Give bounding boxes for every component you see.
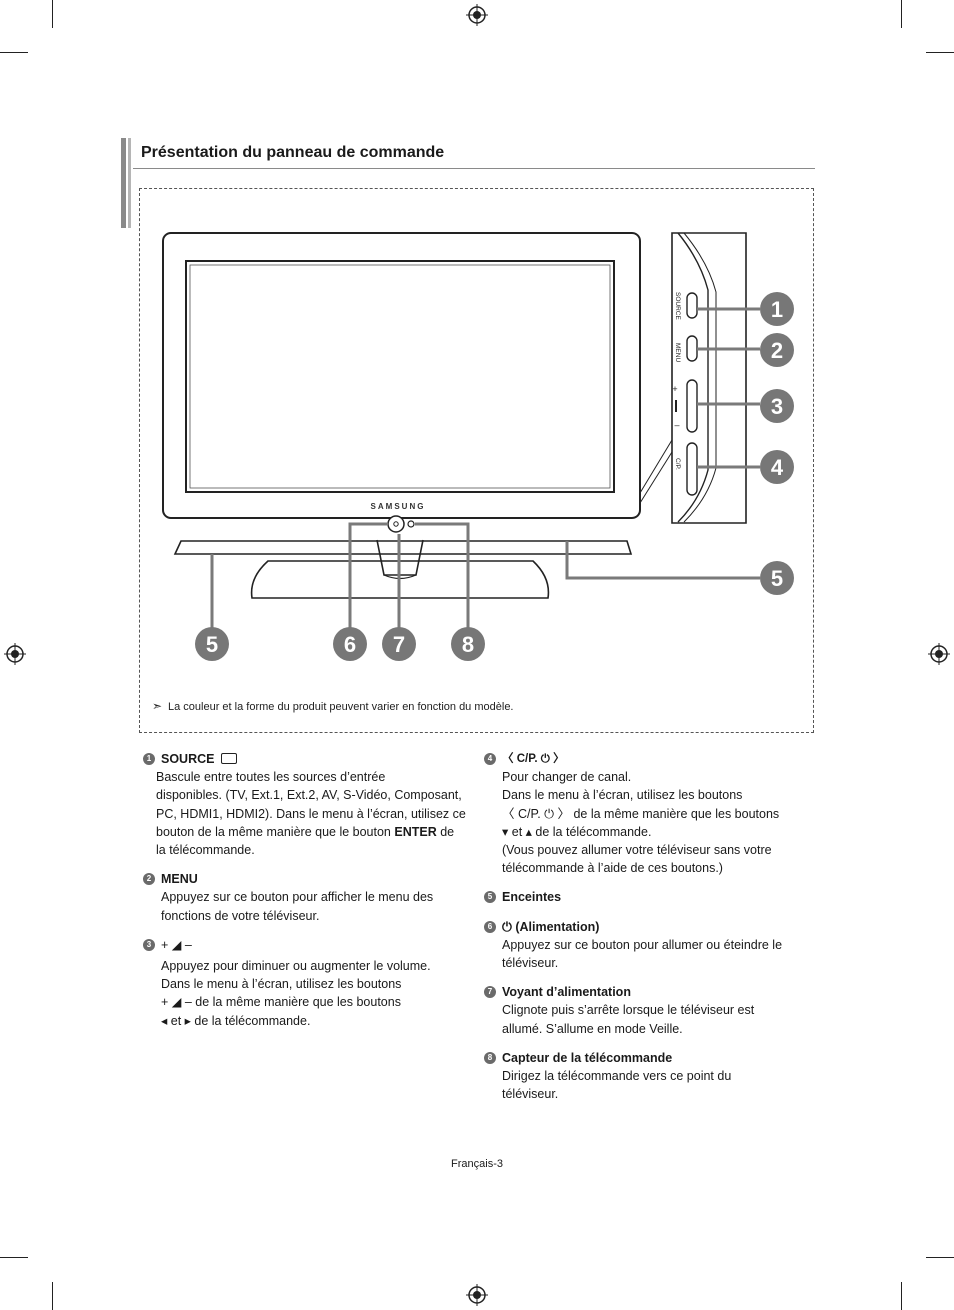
item-number: 5	[484, 891, 496, 904]
registration-mark-icon	[466, 4, 488, 26]
callout-5-left	[195, 627, 229, 661]
crop-mark	[926, 1257, 954, 1258]
svg-text:–: –	[674, 420, 679, 430]
item-body: Appuyez sur ce bouton pour afficher le m…	[161, 890, 434, 923]
item-heading: MENU	[161, 872, 198, 887]
crop-mark	[52, 1282, 53, 1310]
registration-mark-icon	[928, 643, 950, 665]
item-number: 3	[143, 938, 155, 951]
stand-base	[250, 560, 550, 599]
item-source: 1 SOURCE Bascule entre toutes les source…	[143, 750, 473, 859]
item-heading: Enceintes	[502, 890, 562, 905]
volume-icon	[675, 400, 677, 412]
callout-6	[333, 627, 367, 661]
figure-note-text: La couleur et la forme du produit peuven…	[168, 701, 514, 713]
figure-note: ➣ La couleur et la forme du produit peuve…	[152, 699, 514, 713]
callout-1	[760, 292, 794, 326]
power-button	[387, 515, 405, 533]
power-icon: ⏻ (Alimentation)	[502, 919, 600, 934]
item-number: 1	[143, 753, 155, 765]
section-rule	[133, 168, 815, 169]
registration-mark-icon	[4, 643, 26, 665]
brand-logo: SAMSUNG	[371, 502, 426, 511]
svg-text:5: 5	[206, 632, 218, 657]
tv-illustration: SAMSUNG SOURCE MENU + – C/P. 1 2 3 4 5	[162, 232, 794, 661]
item-speakers: 5 Enceintes	[484, 888, 814, 906]
svg-text:1: 1	[771, 297, 783, 322]
svg-text:SOURCE: SOURCE	[674, 292, 681, 320]
item-body: Dirigez la télécommande vers ce point du…	[502, 1069, 732, 1102]
crop-mark	[0, 52, 28, 53]
svg-text:MENU: MENU	[674, 343, 681, 362]
crop-mark	[901, 1282, 902, 1310]
svg-text:6: 6	[344, 632, 356, 657]
tv-bezel	[162, 232, 641, 519]
item-heading: SOURCE	[156, 750, 473, 768]
crop-mark	[52, 0, 53, 28]
callout-4	[760, 450, 794, 484]
item-body: Appuyez pour diminuer ou augmenter le vo…	[161, 959, 431, 1028]
item-number: 8	[484, 1051, 496, 1064]
section-title-bar	[121, 138, 133, 228]
description-right-column: 4 〈 C/P. ⏻ 〉 Pour changer de canal. Dans…	[484, 750, 814, 1114]
item-number: 4	[484, 753, 496, 765]
svg-text:8: 8	[462, 632, 474, 657]
item-menu: 2 MENU Appuyez sur ce bouton pour affich…	[143, 870, 473, 925]
item-number: 6	[484, 920, 496, 933]
item-body: Bascule entre toutes les sources d’entré…	[156, 770, 466, 858]
item-number: 7	[484, 986, 496, 999]
item-heading: Capteur de la télécommande	[502, 1050, 673, 1065]
callout-2	[760, 333, 794, 367]
item-heading: Voyant d’alimentation	[502, 985, 631, 1000]
item-volume: 3 + ◢ – Appuyez pour diminuer ou augment…	[143, 936, 473, 1030]
callout-3	[760, 389, 794, 423]
remote-sensor	[407, 520, 415, 528]
channel-icon: 〈 C/P. ⏻ 〉	[502, 753, 565, 765]
item-power-indicator: 7 Voyant d’alimentation Clignote puis s’…	[484, 983, 814, 1038]
section-title: Présentation du panneau de commande	[141, 144, 445, 161]
svg-text:C/P.: C/P.	[674, 458, 681, 470]
svg-text:4: 4	[771, 455, 784, 480]
volume-icon: + ◢ –	[161, 937, 192, 952]
svg-text:5: 5	[771, 566, 783, 591]
crop-mark	[901, 0, 902, 28]
item-number: 2	[143, 873, 155, 886]
source-input-icon	[220, 753, 237, 764]
tv-screen	[185, 260, 615, 493]
callout-7	[382, 627, 416, 661]
item-channel: 4 〈 C/P. ⏻ 〉 Pour changer de canal. Dans…	[484, 750, 814, 877]
speaker-bar	[173, 540, 633, 555]
callout-5-right	[760, 561, 794, 595]
callout-8	[451, 627, 485, 661]
control-panel-figure	[139, 188, 814, 733]
source-button	[686, 292, 698, 319]
note-arrow-icon: ➣	[152, 699, 163, 713]
side-panel	[671, 232, 747, 524]
svg-text:7: 7	[393, 632, 405, 657]
svg-text:3: 3	[771, 394, 783, 419]
svg-text:2: 2	[771, 338, 783, 363]
item-body: Pour changer de canal. Dans le menu à l’…	[502, 770, 780, 876]
volume-button	[686, 379, 698, 433]
channel-button	[686, 442, 698, 496]
item-body: Clignote puis s’arrête lorsque le télévi…	[502, 1003, 755, 1036]
page-number: Français-3	[451, 1158, 503, 1170]
registration-mark-icon	[466, 1284, 488, 1306]
item-power: 6 ⏻ (Alimentation) Appuyez sur ce bouton…	[484, 918, 814, 973]
item-body: Appuyez sur ce bouton pour allumer ou ét…	[502, 937, 783, 971]
description-left-column: 1 SOURCE Bascule entre toutes les source…	[143, 750, 473, 1041]
item-remote-sensor: 8 Capteur de la télécommande Dirigez la …	[484, 1049, 814, 1104]
crop-mark	[0, 1257, 28, 1258]
menu-button	[686, 335, 698, 362]
svg-text:+: +	[672, 384, 677, 394]
crop-mark	[926, 52, 954, 53]
